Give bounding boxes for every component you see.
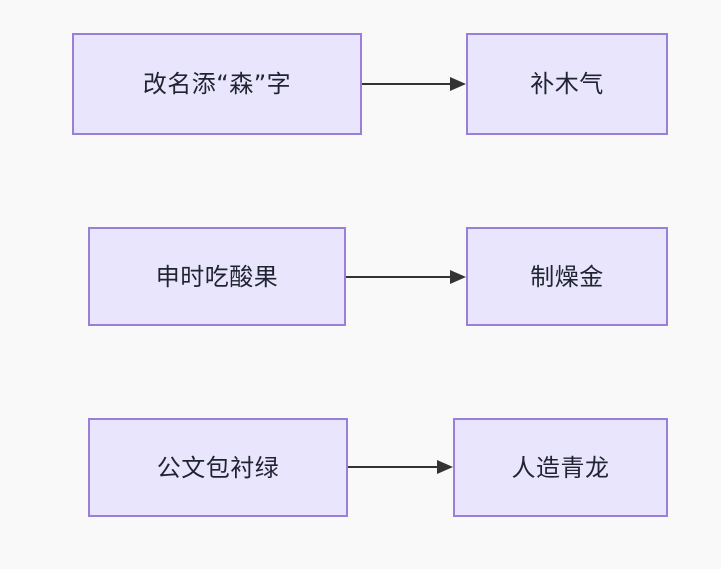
flow-node-change-name[interactable]: 改名添“森”字 (72, 33, 362, 135)
arrow-icon (346, 270, 466, 284)
flow-node-label: 制燥金 (530, 262, 604, 291)
flow-node-eat-sour-fruit[interactable]: 申时吃酸果 (88, 227, 346, 326)
flow-node-label: 人造青龙 (511, 453, 610, 482)
flow-node-label: 公文包衬绿 (156, 453, 280, 482)
flow-edge-briefcase-to-azure-dragon (348, 457, 453, 477)
flow-node-label: 申时吃酸果 (155, 262, 279, 291)
arrow-icon (348, 460, 453, 474)
flow-node-supplement-wood-qi[interactable]: 补木气 (466, 33, 668, 135)
flow-node-label: 改名添“森”字 (142, 70, 292, 98)
flow-node-green-briefcase-lining[interactable]: 公文包衬绿 (88, 418, 348, 517)
flow-node-label: 补木气 (530, 70, 604, 98)
flow-node-artificial-azure-dragon[interactable]: 人造青龙 (453, 418, 668, 517)
flow-node-control-dry-metal[interactable]: 制燥金 (466, 227, 668, 326)
flow-edge-change-name-to-wood-qi (362, 74, 466, 94)
arrow-icon (362, 77, 466, 91)
flow-edge-sour-fruit-to-control-metal (346, 267, 466, 287)
